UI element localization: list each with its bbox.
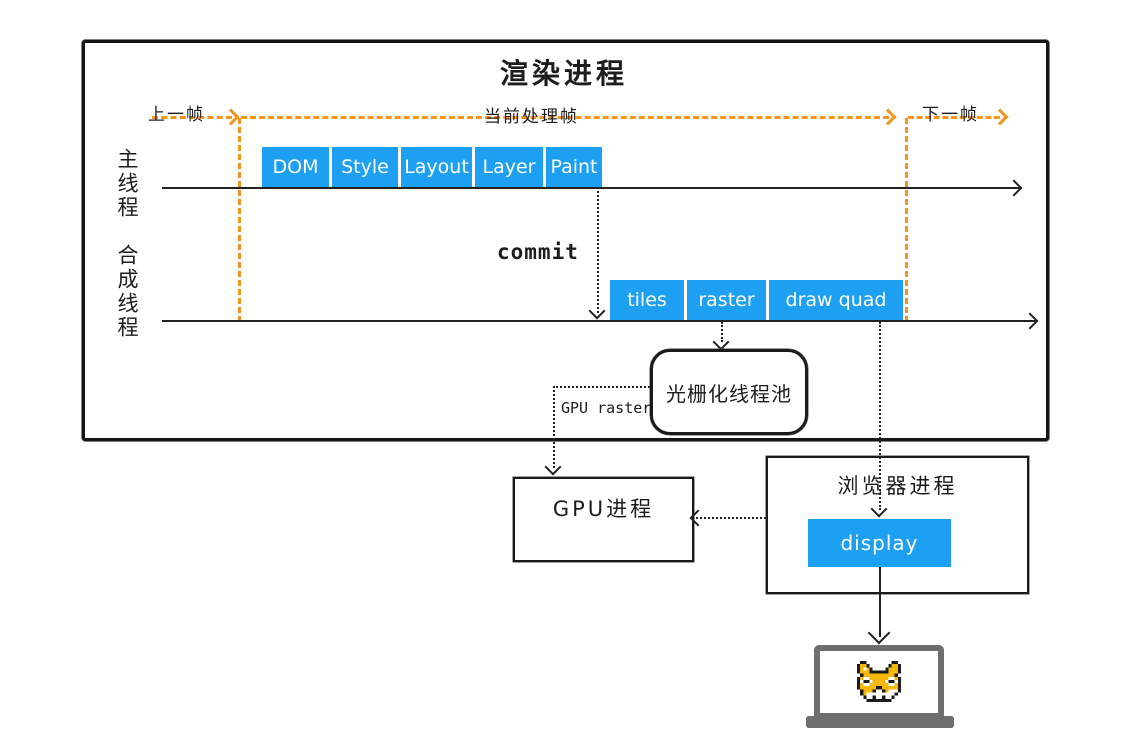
laptop-screen [814, 645, 944, 719]
main-thread-label: 主线程 [115, 148, 139, 220]
prev-frame-boundary-line [238, 118, 241, 322]
browser-process-box: 浏览器进程 [766, 456, 1029, 594]
gpu-process-label: GPU进程 [552, 497, 655, 521]
stage-raster: raster [687, 280, 766, 320]
stage-paint: Paint [546, 147, 602, 187]
commit-label: commit [497, 240, 579, 264]
raster-to-pool-line [721, 322, 723, 342]
display-to-laptop-line [879, 567, 881, 637]
main-thread-timeline [162, 187, 1020, 189]
stage-dom: DOM [262, 147, 329, 187]
stage-tiles: tiles [610, 280, 684, 320]
next-frame-boundary-line [905, 118, 908, 322]
prev-frame-dash [152, 116, 232, 119]
next-frame-dash [908, 116, 1000, 119]
next-frame-label: 下一帧 [922, 105, 979, 125]
laptop-base [806, 716, 954, 728]
compositor-thread-label: 合成线程 [115, 244, 139, 340]
gpu-raster-label: GPU raster [561, 399, 652, 417]
current-frame-label: 当前处理帧 [484, 107, 579, 127]
display-to-laptop-arrowhead-icon [867, 621, 891, 645]
commit-arrow-line [597, 191, 599, 313]
doge-pixel-icon [857, 661, 901, 702]
drawquad-to-display-line [879, 322, 881, 510]
browser-process-title: 浏览器进程 [837, 474, 958, 498]
stage-draw-quad: draw quad [769, 280, 903, 320]
gpu-process-box: GPU进程 [513, 477, 694, 562]
gpu-raster-arrowhead-icon [544, 458, 562, 476]
browser-to-gpu-line [696, 517, 766, 519]
stage-style: Style [332, 147, 398, 187]
raster-pool-label: 光栅化线程池 [666, 381, 792, 406]
gpu-raster-line-horizontal [553, 386, 650, 388]
current-frame-dash [241, 116, 889, 119]
gpu-raster-line-vertical [553, 386, 555, 468]
stage-layer: Layer [475, 147, 543, 187]
display-chip: display [808, 519, 951, 567]
render-process-box [82, 40, 1049, 441]
stage-layout: Layout [401, 147, 472, 187]
raster-pool-box: 光栅化线程池 [650, 349, 808, 435]
compositor-thread-timeline [162, 320, 1036, 322]
render-process-title: 渲染进程 [499, 57, 628, 90]
prev-frame-label: 上一帧 [148, 105, 205, 125]
